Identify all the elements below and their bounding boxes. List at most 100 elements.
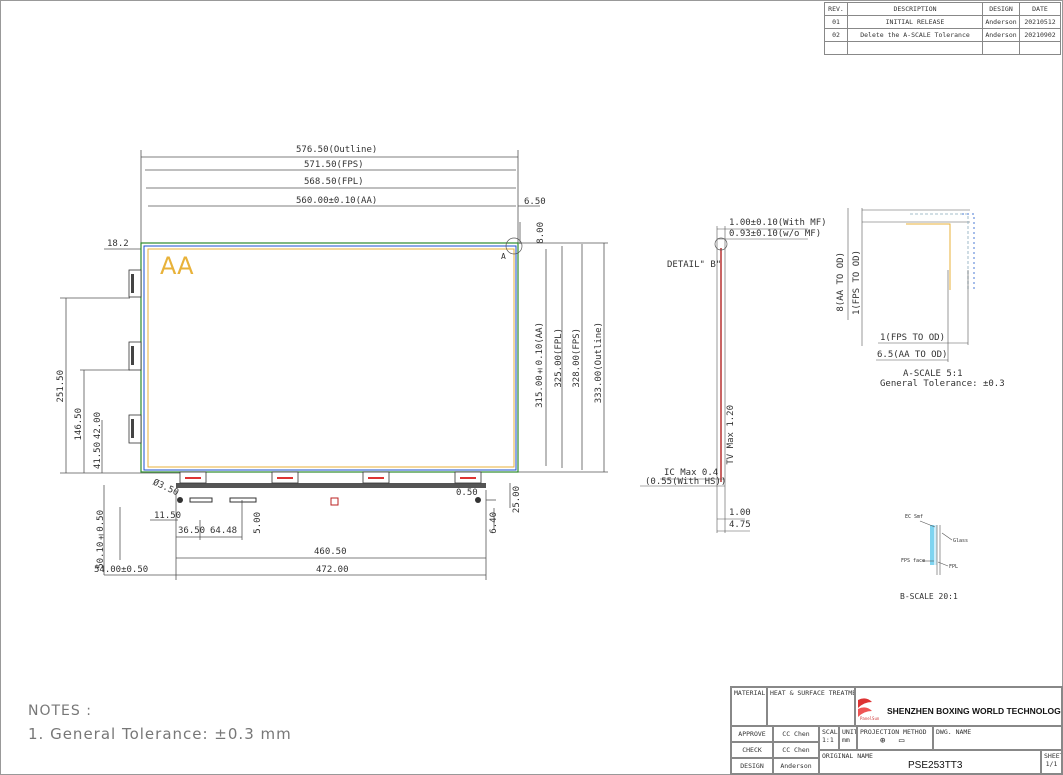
aa-width-dim: 560.00±0.10(AA) — [296, 196, 378, 206]
tv-max-dim: TV Max 1.20 — [726, 405, 736, 465]
fpc-width-dim: 5.00 — [253, 512, 263, 534]
sheet-label: SHEET — [1044, 752, 1062, 760]
sheet-value: 1/1 — [1045, 760, 1058, 768]
outline-border — [140, 242, 519, 473]
date-cell — [1019, 41, 1061, 55]
pcb-depth-dim: 25.00 — [512, 486, 522, 514]
original-name-cell: ORIGINAL NAME PSE253TT3 — [819, 750, 1041, 774]
logo-text: PanelSun — [860, 716, 880, 721]
detail-b-scale: B-SCALE 20:1 — [900, 592, 958, 601]
detail-a-marker — [505, 237, 523, 255]
fps-face-label: FPS face — [901, 558, 926, 564]
scale-label: SCALE — [822, 728, 838, 736]
mount-hole — [475, 497, 481, 503]
revision-row — [824, 41, 1061, 55]
note-item: 1. General Tolerance: ±0.3 mm — [28, 725, 292, 743]
scale-cell: SCALE 1:1 — [819, 726, 839, 750]
check-name: CC Chen — [773, 742, 819, 758]
fpc-slot — [229, 497, 257, 503]
fpc-slot — [189, 497, 213, 503]
bottom-connectors — [179, 471, 482, 484]
design-name: Anderson — [773, 758, 819, 774]
hole-spacing-dim: 460.50 — [314, 547, 347, 557]
company-cell: PanelSun SHENZHEN BOXING WORLD TECHNOLOG… — [855, 687, 1062, 726]
fps-width-dim: 571.50(FPS) — [304, 160, 364, 170]
company-logo-icon — [858, 698, 872, 717]
active-area-label: AA — [160, 252, 194, 280]
dimension-lines — [60, 150, 608, 580]
ic-with-hs-dim: (0.55(With HS)) — [645, 477, 727, 487]
thickness-with-mf-dim: 1.00±0.10(With MF) — [729, 218, 827, 228]
unit-cell: UNIT mm — [839, 726, 857, 750]
fpc-pitch-dim: 64.48 — [210, 526, 238, 536]
detail-a-view — [847, 208, 975, 362]
pcb-strip — [176, 483, 486, 488]
connector-2-dim: 146.50 — [74, 408, 84, 441]
pcb-left-offset-dim: 11.50 — [154, 511, 182, 521]
check-label: CHECK — [731, 742, 773, 758]
pcb-thickness-dim: 6.40 — [489, 512, 499, 534]
aa-height-dim: 315.00±0.10(AA) — [535, 322, 545, 408]
glass-label: Glass — [953, 538, 969, 544]
outline-height-dim: 333.00(Outline) — [594, 322, 604, 404]
thickness-without-mf-dim: 0.93±0.10(w/o MF) — [729, 229, 822, 239]
connector-1-dim: 251.50 — [56, 370, 66, 403]
fpc-offset-dim: 36.50 — [178, 526, 206, 536]
approve-name: CC Chen — [773, 726, 819, 742]
fps-height-dim: 328.00(FPS) — [572, 328, 582, 388]
detail-a-scale: A-SCALE 5:1 — [903, 369, 963, 379]
top-offset-dim: 8.00 — [536, 222, 546, 244]
aa-to-od-horizontal-dim: 6.5(AA TO OD) — [877, 350, 948, 360]
fpl-border — [143, 245, 517, 471]
projection-cell: PROJECTION METHOD ⊕ ▭ — [857, 726, 933, 750]
fps-to-od-vertical-dim: 1(FPS TO OD) — [852, 250, 862, 316]
pcb-position-dim: 54.00±0.50 — [94, 565, 149, 575]
pcb-length-dim: 472.00 — [316, 565, 349, 575]
detail-b-label: DETAIL" B" — [667, 260, 722, 270]
hole-offset-dim: 0.50 — [456, 488, 478, 498]
scale-value: 1:1 — [822, 736, 834, 744]
projection-label: PROJECTION METHOD — [860, 728, 927, 736]
outline-width-dim: 576.50(Outline) — [296, 145, 378, 155]
revision-table: REV. DESCRIPTION DESIGN DATE 01 INITIAL … — [824, 2, 1061, 55]
bottom-connector-marks — [185, 477, 476, 479]
part-number: PSE253TT3 — [908, 760, 963, 771]
aa-to-od-vertical-dim: 8(AA TO OD) — [836, 252, 846, 312]
active-area-border — [147, 248, 515, 468]
fpl-height-dim: 325.00(FPL) — [554, 328, 564, 388]
ic-max-dim: IC Max 0.4 — [664, 468, 719, 478]
sheet-cell: SHEET 1/1 — [1041, 750, 1062, 774]
component-mark — [330, 497, 339, 506]
company-name: SHENZHEN BOXING WORLD TECHNOLOGY CO.,LTD — [887, 706, 1062, 716]
bezel-offset-dim: 1.00 — [729, 508, 751, 518]
approve-label: APPROVE — [731, 726, 773, 742]
original-name-label: ORIGINAL NAME — [822, 752, 873, 760]
ec-smf-label: EC Smf — [905, 514, 924, 520]
design-label: DESIGN — [731, 758, 773, 774]
bezel-depth-dim: 4.75 — [729, 520, 751, 530]
notes-title: NOTES : — [28, 703, 92, 719]
pcb-height-dim: 50.10±0.50 — [96, 510, 106, 569]
detail-b-view — [919, 520, 953, 575]
heat-treatment-cell: HEAT & SURFACE TREATMENT — [767, 687, 855, 726]
detail-a-tolerance: General Tolerance: ±0.3 — [880, 379, 1005, 389]
notes-section: NOTES : 1. General Tolerance: ±0.3 mm — [28, 703, 292, 743]
fps-to-od-horizontal-dim: 1(FPS TO OD) — [880, 333, 946, 343]
dwg-name-label: DWG. NAME — [933, 726, 1062, 750]
title-block: MATERIAL HEAT & SURFACE TREATMENT PanelS… — [730, 686, 1063, 775]
edge-offset-dim: 6.50 — [524, 197, 546, 207]
left-connectors — [128, 269, 142, 444]
mount-hole — [177, 497, 183, 503]
connector-3-dim: 41.50 — [93, 442, 103, 470]
unit-value: mm — [842, 736, 850, 744]
fpl-label: FPL — [949, 564, 959, 570]
side-view — [640, 226, 808, 533]
connector-width-dim: 42.00 — [93, 412, 103, 440]
unit-label: UNIT — [842, 728, 857, 736]
revision-row: 01 INITIAL RELEASE Anderson 20210512 — [824, 15, 1061, 29]
projection-symbol-icon: ⊕ ▭ — [880, 736, 909, 746]
material-cell: MATERIAL — [731, 687, 767, 726]
left-connector-pins — [131, 274, 134, 438]
detail-a-label: A — [501, 252, 506, 261]
